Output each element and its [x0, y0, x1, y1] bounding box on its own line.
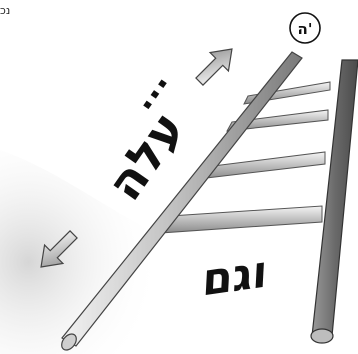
handwritten-word-lower: וגם	[196, 247, 269, 307]
down-left-arrow-icon	[40, 230, 78, 268]
ladder-left-rail	[61, 51, 303, 351]
circle-label-badge: ה'	[289, 12, 321, 44]
ladder-rung	[226, 109, 329, 132]
ladder-right-rail	[310, 59, 358, 344]
background-shade	[0, 150, 190, 354]
up-right-arrow-icon	[195, 48, 233, 86]
ladder-rungs	[159, 81, 331, 234]
corner-text: נכ	[0, 4, 11, 17]
circle-label: ה'	[298, 20, 313, 38]
ladder-rung	[159, 205, 323, 234]
